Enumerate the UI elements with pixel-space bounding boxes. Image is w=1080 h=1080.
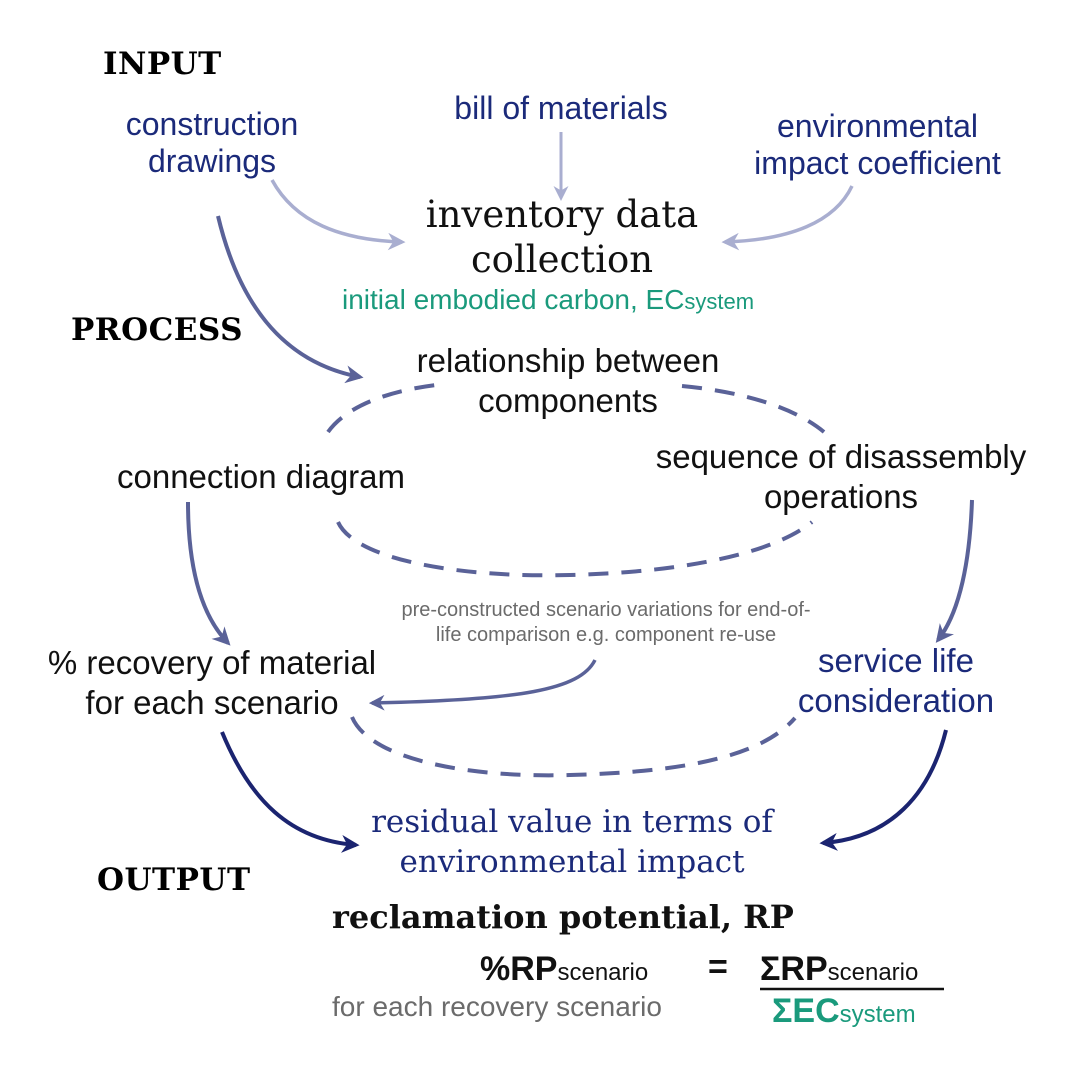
- reclamation-potential: reclamation potential, RP: [332, 898, 794, 936]
- dashed-arc-top-left: [326, 382, 446, 434]
- label-line: life comparison e.g. component re-use: [435, 624, 777, 646]
- label-line: sequence of disassembly: [655, 438, 1027, 475]
- sequence-of-disassembly: sequence of disassembly operations: [626, 437, 1056, 517]
- arrow-sequence-to-service: [935, 499, 974, 643]
- numerator-text: ΣRP: [760, 950, 828, 988]
- input-construction-drawings: construction drawings: [100, 106, 324, 180]
- label-line: consideration: [797, 682, 995, 719]
- formula-numerator: ΣRPscenario: [760, 950, 918, 989]
- label-line: drawings: [147, 143, 277, 179]
- scenario-variations-note: pre-constructed scenario variations for …: [340, 598, 872, 648]
- dashed-arc-bottom: [350, 716, 797, 778]
- label-line: construction: [125, 106, 299, 142]
- subtitle-text: initial embodied carbon, EC: [342, 284, 685, 315]
- subtitle-subscript: system: [684, 289, 755, 314]
- label-line: % recovery of material: [47, 644, 377, 681]
- label-line: pre-constructed scenario variations for …: [401, 599, 811, 621]
- relationship-between-components: relationship between components: [390, 341, 746, 421]
- label-line: environmental impact: [399, 844, 745, 880]
- formula-lhs-subscript: scenario: [557, 959, 649, 986]
- label-line: relationship between: [416, 342, 720, 379]
- arrow-service-to-residual: [819, 729, 948, 851]
- label-line: components: [478, 382, 658, 419]
- input-environmental-impact-coefficient: environmental impact coefficient: [735, 108, 1020, 182]
- arrow-drawings-to-relationship: [216, 215, 364, 384]
- inventory-data-collection: inventory data collection: [402, 192, 722, 282]
- label-line: collection: [470, 238, 654, 281]
- arrow-connection-to-recovery: [186, 501, 231, 646]
- label-line: for each scenario: [85, 684, 339, 721]
- recovery-of-material: % recovery of material for each scenario: [20, 643, 404, 723]
- arrow-recovery-to-residual: [220, 731, 360, 853]
- input-bill-of-materials: bill of materials: [454, 90, 668, 126]
- section-output: OUTPUT: [97, 862, 251, 898]
- arrow-coefficient-to-inventory: [721, 185, 854, 251]
- label-line: service life: [818, 642, 974, 679]
- arrow-drawings-to-inventory: [270, 179, 406, 251]
- label-line: impact coefficient: [754, 145, 1001, 181]
- label-line: environmental: [777, 108, 978, 144]
- section-input: INPUT: [103, 46, 222, 82]
- arrow-scenarios-to-recovery: [368, 659, 597, 711]
- formula-equals: =: [708, 948, 728, 986]
- label-line: operations: [763, 478, 919, 515]
- formula-lhs: %RPscenario: [480, 950, 648, 989]
- dashed-arc-middle: [336, 520, 814, 578]
- formula-note: for each recovery scenario: [332, 991, 662, 1022]
- label-line: residual value in terms of: [371, 804, 773, 840]
- formula-denominator: ΣECsystem: [772, 992, 916, 1031]
- denominator-text: ΣEC: [772, 992, 840, 1030]
- initial-embodied-carbon: initial embodied carbon, ECsystem: [342, 284, 754, 316]
- service-life-consideration: service life consideration: [778, 641, 1014, 721]
- formula-lhs-text: %RP: [480, 950, 558, 988]
- dashed-arc-top-right: [681, 384, 826, 434]
- residual-value: residual value in terms of environmental…: [352, 802, 792, 882]
- label-line: inventory data: [425, 193, 699, 236]
- connection-diagram: connection diagram: [117, 458, 406, 495]
- denominator-subscript: system: [839, 1001, 916, 1028]
- numerator-subscript: scenario: [827, 959, 919, 986]
- section-process: PROCESS: [71, 312, 243, 348]
